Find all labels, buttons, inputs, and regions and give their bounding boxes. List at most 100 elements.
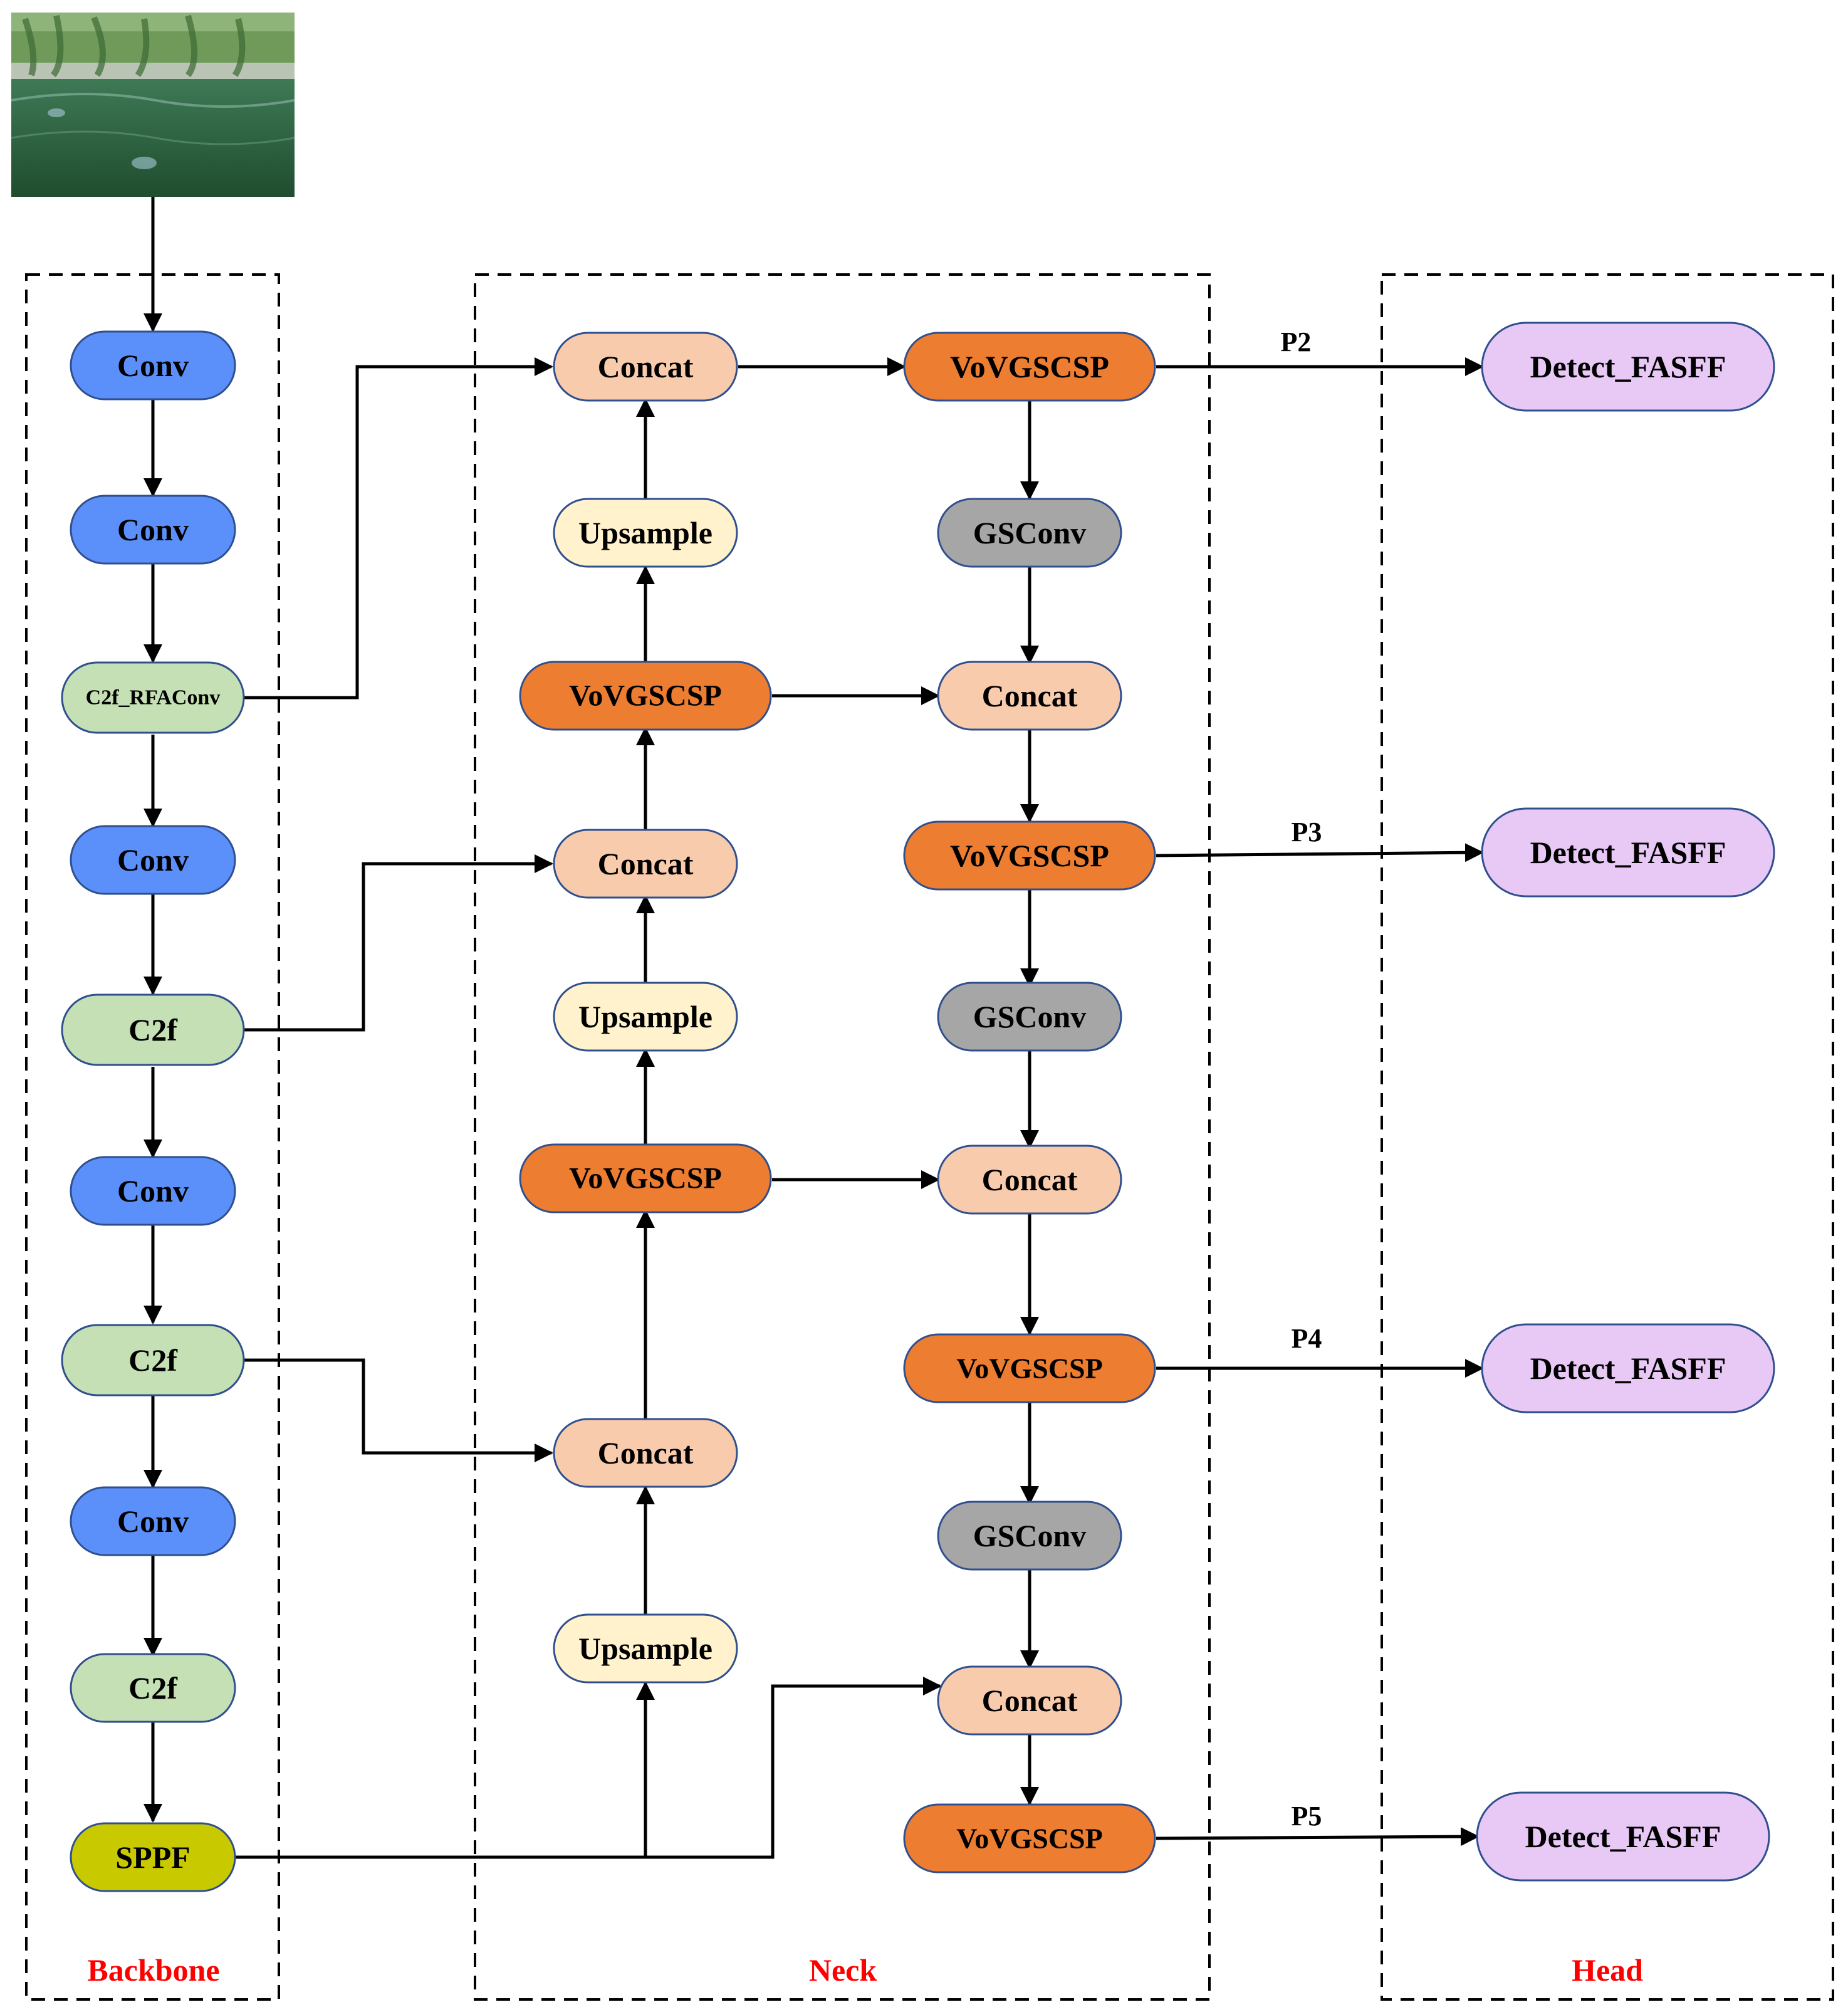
concat-node: Concat	[553, 1418, 738, 1488]
detect-fasff-node-shape	[1476, 1791, 1770, 1882]
upsample-node-shape	[553, 1613, 738, 1684]
head-label: Head	[1572, 1952, 1643, 1988]
gsconv-node-label: GSConv	[973, 515, 1087, 550]
conv-node-shape	[70, 1486, 236, 1556]
detect-fasff-node-shape	[1481, 1323, 1775, 1413]
conv-node: Conv	[70, 330, 236, 401]
sppf-node-label: SPPF	[115, 1840, 190, 1875]
conv-node-label: Conv	[117, 842, 189, 878]
c2f-node-label: C2f	[128, 1343, 178, 1378]
p5-label: P5	[1292, 1801, 1322, 1831]
conv-node: Conv	[70, 1486, 236, 1556]
conv-node-shape	[70, 1156, 236, 1226]
detect-fasff-node-label: Detect_FASFF	[1530, 835, 1726, 870]
concat-node-shape	[937, 1145, 1122, 1215]
gsconv-node-label: GSConv	[973, 1518, 1087, 1553]
concat-node: Concat	[937, 1665, 1122, 1736]
conv-node-label: Conv	[117, 1504, 189, 1539]
vovgscsp-node-shape	[519, 1143, 772, 1213]
gsconv-node: GSConv	[937, 498, 1122, 568]
vovgscsp-node-shape	[903, 1333, 1156, 1403]
neck-section	[474, 273, 1211, 2001]
conv-node-shape	[70, 330, 236, 401]
conv-node: Conv	[70, 825, 236, 895]
upsample-node-label: Upsample	[578, 515, 713, 550]
concat-node-label: Concat	[598, 846, 694, 881]
c2f-rfaconv-node-label: C2f_RFAConv	[86, 686, 221, 710]
c2f-node: C2f	[70, 1653, 236, 1723]
conv-node: Conv	[70, 1156, 236, 1226]
c2f-node-label: C2f	[128, 1670, 178, 1705]
concat-node-shape	[553, 1418, 738, 1488]
detect-fasff-node-shape	[1481, 807, 1775, 898]
concat-node-shape	[937, 1665, 1122, 1736]
detect-fasff-node: Detect_FASFF	[1476, 1791, 1770, 1882]
vovgscsp-node-shape	[903, 820, 1156, 891]
vovgscsp-node-label: VoVGSCSP	[956, 1353, 1102, 1385]
c2f-rfaconv-node: C2f_RFAConv	[61, 661, 245, 734]
gsconv-node-shape	[937, 498, 1122, 568]
upsample-node: Upsample	[553, 1613, 738, 1684]
conv-node-label: Conv	[117, 512, 189, 547]
vovgscsp-node-label: VoVGSCSP	[950, 349, 1109, 384]
sppf-node-shape	[70, 1822, 236, 1892]
concat-node-shape	[553, 332, 738, 402]
input-image	[11, 13, 295, 197]
connectors	[144, 197, 1484, 1859]
gsconv-node: GSConv	[937, 1501, 1122, 1571]
vovgscsp-node: VoVGSCSP	[903, 820, 1156, 891]
p3-label: P3	[1292, 817, 1322, 847]
vovgscsp-node-shape	[903, 1803, 1156, 1873]
detect-fasff-node: Detect_FASFF	[1481, 807, 1775, 898]
upsample-node-shape	[553, 982, 738, 1052]
vovgscsp-node: VoVGSCSP	[903, 1803, 1156, 1873]
concat-node-label: Concat	[982, 1162, 1078, 1197]
conv-node-label: Conv	[117, 1173, 189, 1208]
c2f-node: C2f	[61, 993, 245, 1066]
concat-node-shape	[553, 829, 738, 899]
p2-label: P2	[1281, 327, 1312, 357]
concat-node-label: Concat	[598, 349, 694, 384]
vovgscsp-node: VoVGSCSP	[903, 332, 1156, 402]
detect-fasff-node: Detect_FASFF	[1481, 1323, 1775, 1413]
concat-node: Concat	[553, 829, 738, 899]
c2f-rfaconv-node-shape	[61, 661, 245, 734]
p4-label: P4	[1292, 1323, 1322, 1354]
vovgscsp-node-label: VoVGSCSP	[950, 838, 1109, 873]
detect-fasff-node: Detect_FASFF	[1481, 322, 1775, 412]
c2f-node-label: C2f	[128, 1012, 178, 1047]
concat-node-label: Concat	[982, 1683, 1078, 1718]
c2f-node: C2f	[61, 1324, 245, 1396]
vovgscsp-node-shape	[519, 661, 772, 731]
conv-node-label: Conv	[117, 348, 189, 383]
c2f-node-shape	[61, 1324, 245, 1396]
upsample-node-shape	[553, 498, 738, 568]
detect-fasff-node-label: Detect_FASFF	[1525, 1819, 1721, 1854]
concat-node: Concat	[937, 661, 1122, 731]
gsconv-node-shape	[937, 982, 1122, 1052]
detect-fasff-node-shape	[1481, 322, 1775, 412]
vovgscsp-node: VoVGSCSP	[519, 1143, 772, 1213]
concat-node: Concat	[937, 1145, 1122, 1215]
vovgscsp-node-label: VoVGSCSP	[956, 1823, 1102, 1855]
vovgscsp-node-shape	[903, 332, 1156, 402]
backbone-label: Backbone	[87, 1952, 219, 1988]
detect-fasff-node-label: Detect_FASFF	[1530, 1351, 1726, 1386]
head-section	[1381, 273, 1834, 2001]
vovgscsp-node-label: VoVGSCSP	[569, 1162, 722, 1195]
concat-node: Concat	[553, 332, 738, 402]
nodes: ConvConvC2f_RFAConvConvC2fConvC2fConvC2f…	[61, 322, 1775, 1892]
detect-fasff-node-label: Detect_FASFF	[1530, 349, 1726, 384]
concat-node-shape	[937, 661, 1122, 731]
gsconv-node-label: GSConv	[973, 999, 1087, 1034]
concat-node-label: Concat	[598, 1435, 694, 1470]
neck-label: Neck	[809, 1952, 877, 1988]
gsconv-node-shape	[937, 1501, 1122, 1571]
conv-node: Conv	[70, 495, 236, 565]
gsconv-node: GSConv	[937, 982, 1122, 1052]
upsample-node: Upsample	[553, 498, 738, 568]
conv-node-shape	[70, 495, 236, 565]
vovgscsp-node-label: VoVGSCSP	[569, 679, 722, 713]
sppf-node: SPPF	[70, 1822, 236, 1892]
